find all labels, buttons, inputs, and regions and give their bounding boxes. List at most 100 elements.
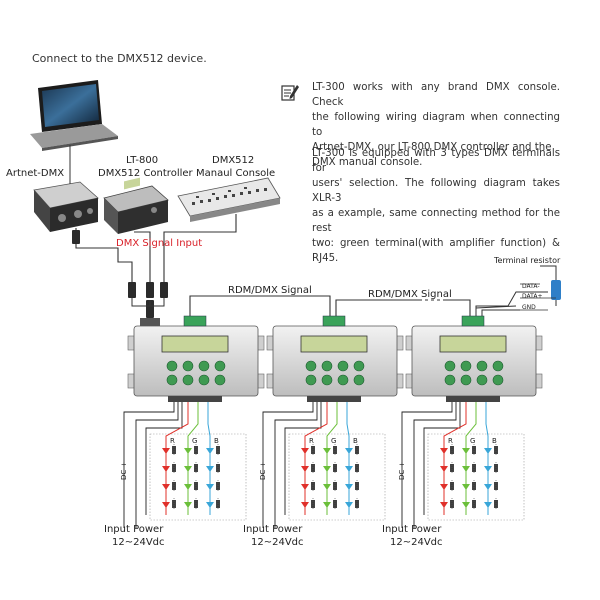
laptop-icon xyxy=(30,80,118,151)
channel-label: G xyxy=(470,437,475,445)
led-icon xyxy=(462,502,470,508)
button-icon xyxy=(182,374,194,386)
note-pencil-icon xyxy=(281,85,299,101)
terminal-pin-data-plus: DATA+ xyxy=(522,293,542,300)
button-icon xyxy=(305,374,317,386)
led-icon xyxy=(162,484,170,490)
led-wiring xyxy=(401,402,525,528)
page-heading: Connect to the DMX512 device. xyxy=(32,52,207,65)
led-icon xyxy=(301,448,309,454)
button-icon xyxy=(492,360,504,372)
led-icon xyxy=(484,502,492,508)
button-icon xyxy=(476,374,488,386)
input-power-label: Input Power xyxy=(243,524,303,535)
button-icon xyxy=(182,360,194,372)
led-icon xyxy=(484,466,492,472)
dc-plus-label: DC + xyxy=(259,461,267,480)
note-line: Artnet-DMX, our LT-800 DMX controller an… xyxy=(312,142,552,153)
terminal-pin-gnd: GND xyxy=(522,304,536,311)
led-icon xyxy=(206,448,214,454)
note-line: users' selection. The following diagram … xyxy=(312,178,560,204)
button-icon xyxy=(476,360,488,372)
led-icon xyxy=(345,448,353,454)
led-icon xyxy=(323,502,331,508)
terminal-resistor-icon xyxy=(520,265,561,311)
led-wiring xyxy=(262,402,386,528)
input-power-label: Input Power xyxy=(104,524,164,535)
led-icon xyxy=(345,484,353,490)
input-voltage-label: 12~24Vdc xyxy=(390,537,443,548)
artnet-dmx-label: Artnet-DMX xyxy=(6,168,64,179)
led-icon xyxy=(345,502,353,508)
note-line: the following wiring diagram when connec… xyxy=(312,112,560,138)
note-line: as a example, same connecting method for… xyxy=(312,208,560,234)
button-icon xyxy=(214,374,226,386)
led-icon xyxy=(184,466,192,472)
led-icon xyxy=(184,448,192,454)
lt300-decoder-unit xyxy=(405,315,543,402)
dc-plus-label: DC + xyxy=(120,461,128,480)
lt300-decoder-unit xyxy=(127,315,265,402)
button-icon xyxy=(460,374,472,386)
led-wiring xyxy=(123,402,247,528)
button-icon xyxy=(305,360,317,372)
rdm-signal-label-1: RDM/DMX Signal xyxy=(228,285,312,296)
xlr-connector-icons xyxy=(72,230,168,326)
led-icon xyxy=(462,484,470,490)
button-icon xyxy=(337,374,349,386)
button-icon xyxy=(492,374,504,386)
button-icon xyxy=(460,360,472,372)
lt800-label: LT-800 xyxy=(126,155,158,166)
channel-label: G xyxy=(192,437,197,445)
lt800-controller-icon xyxy=(103,177,169,234)
button-icon xyxy=(214,360,226,372)
led-icon xyxy=(345,466,353,472)
channel-label: B xyxy=(353,437,358,445)
led-icon xyxy=(323,466,331,472)
note-line: LT-300 works with any brand DMX console.… xyxy=(312,82,560,108)
led-icon xyxy=(462,448,470,454)
input-power-label: Input Power xyxy=(382,524,442,535)
led-icon xyxy=(323,484,331,490)
terminal-pin-data-minus: DATA- xyxy=(522,283,540,290)
button-icon xyxy=(198,374,210,386)
led-icon xyxy=(162,466,170,472)
input-voltage-label: 12~24Vdc xyxy=(251,537,304,548)
console-sub-label: Manaul Console xyxy=(196,168,275,179)
led-icon xyxy=(301,484,309,490)
channel-label: R xyxy=(448,437,453,445)
note-line: LT-300 is equipped with 3 types DMX term… xyxy=(312,148,560,174)
led-icon xyxy=(440,448,448,454)
led-icon xyxy=(162,448,170,454)
led-icon xyxy=(323,448,331,454)
led-icon xyxy=(184,484,192,490)
channel-label: G xyxy=(331,437,336,445)
led-icon xyxy=(484,448,492,454)
button-icon xyxy=(353,360,365,372)
lt800-sub-label: DMX512 Controller xyxy=(98,168,194,179)
channel-label: B xyxy=(214,437,219,445)
led-icon xyxy=(301,502,309,508)
note-line: DMX manual console. xyxy=(312,157,423,168)
led-icon xyxy=(184,502,192,508)
dmx-signal-input-label: DMX Signal Input xyxy=(116,238,202,249)
input-cables xyxy=(75,214,237,282)
button-icon xyxy=(444,374,456,386)
button-icon xyxy=(166,360,178,372)
led-icon xyxy=(484,484,492,490)
artnet-dmx-device-icon xyxy=(33,181,99,232)
led-icon xyxy=(440,484,448,490)
led-icon xyxy=(162,502,170,508)
button-icon xyxy=(444,360,456,372)
console-label: DMX512 xyxy=(212,155,254,166)
button-icon xyxy=(198,360,210,372)
lt300-decoder-unit xyxy=(266,315,404,402)
note-line: two: green terminal(with amplifier funct… xyxy=(312,238,560,264)
led-icon xyxy=(440,466,448,472)
button-icon xyxy=(166,374,178,386)
button-icon xyxy=(337,360,349,372)
terminal-resistor-label: Terminal resistor xyxy=(493,256,561,265)
led-icon xyxy=(462,466,470,472)
dc-plus-label: DC + xyxy=(398,461,406,480)
